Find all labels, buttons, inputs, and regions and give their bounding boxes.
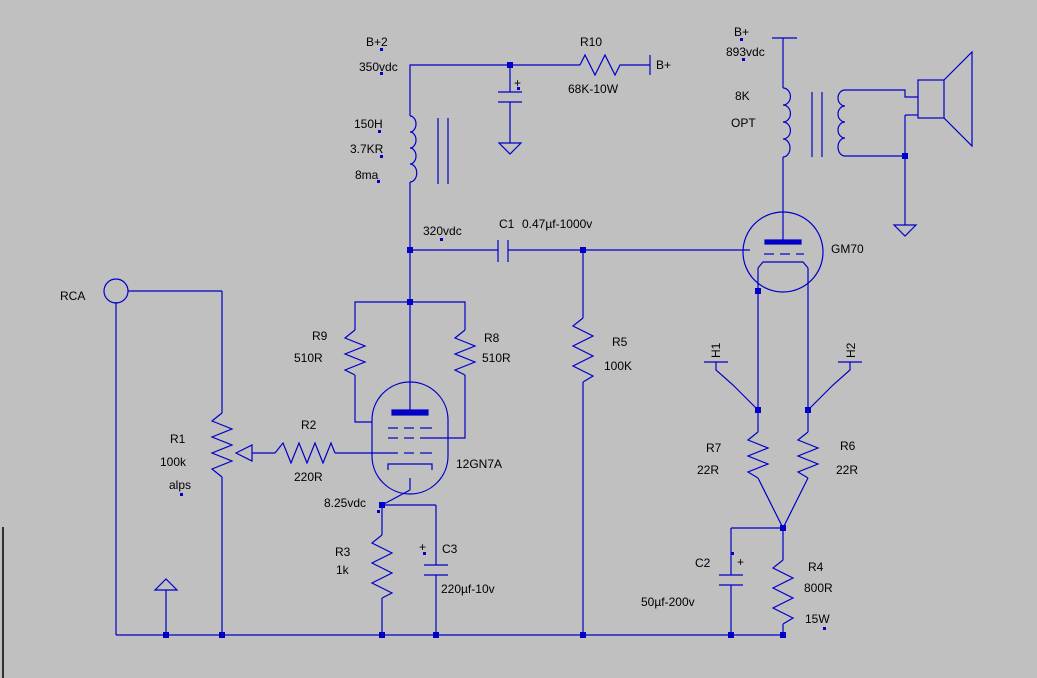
bplus2-label: B+2 [366, 35, 388, 49]
choke-resistance: 3.7KR [350, 142, 384, 156]
r9-label: R9 [312, 329, 328, 343]
r1-note: alps [169, 478, 191, 492]
tube1-label: 12GN7A [456, 457, 502, 471]
r2-resistor [274, 441, 336, 465]
rca-label: RCA [60, 289, 85, 303]
c3-label: C3 [442, 542, 458, 556]
bplus-top-label: B+ [734, 25, 749, 39]
r3-label: R3 [335, 545, 351, 559]
r4-resistor [771, 559, 795, 625]
r5-resistor [571, 317, 595, 383]
c1-value: 0.47µf-1000v [522, 217, 592, 231]
labels: RCA B+2 350vdc R10 68K-10W B+ B+ 893vdc … [60, 25, 864, 626]
r3-resistor [370, 534, 394, 599]
r2-label: R2 [301, 418, 317, 432]
r4-value: 800R [804, 581, 833, 595]
cathode-voltage: 8.25vdc [324, 496, 366, 510]
r10-value: 68K-10W [568, 82, 619, 96]
wires [115, 37, 918, 636]
c2-value: 50µf-200v [641, 595, 695, 609]
label-anchors [180, 38, 826, 630]
output-transformer [782, 87, 846, 158]
c1-label: C1 [499, 217, 515, 231]
capacitors [424, 91, 743, 586]
r1-label: R1 [170, 432, 186, 446]
choke-inductance: 150H [354, 117, 383, 131]
choke-150h [409, 115, 449, 184]
h1-label: H1 [709, 342, 723, 358]
r8-resistor [453, 329, 477, 376]
resistors [210, 53, 820, 625]
c2-polarity: + [737, 555, 744, 569]
r4-label: R4 [808, 560, 824, 574]
c2-label: C2 [695, 556, 711, 570]
tube-gm70 [742, 211, 824, 293]
r1-potentiometer [210, 412, 234, 478]
opt-impedance: 8K [735, 89, 750, 103]
r7-resistor [746, 431, 770, 479]
c3-polarity: + [419, 540, 426, 554]
r1-wiper-arrow [234, 444, 253, 462]
ground-icon [497, 142, 523, 155]
ground-icon [892, 224, 918, 237]
ground-icon [153, 578, 179, 591]
h2-label: H2 [844, 342, 858, 358]
tube-12gn7a [371, 381, 449, 495]
r6-value: 22R [836, 463, 858, 477]
speaker-icon [917, 50, 973, 148]
r7-value: 22R [697, 463, 719, 477]
r5-value: 100K [604, 359, 632, 373]
rca-jack-icon [103, 278, 129, 304]
c3-value: 220µf-10v [441, 582, 495, 596]
bplus-top-voltage: 893vdc [726, 45, 765, 59]
junction-dots [163, 62, 908, 638]
gm70-label: GM70 [831, 242, 864, 256]
r8-label: R8 [484, 331, 500, 345]
r7-label: R7 [706, 441, 722, 455]
r10-label: R10 [580, 35, 602, 49]
r3-value: 1k [336, 563, 350, 577]
bplus2-voltage: 350vdc [359, 60, 398, 74]
r8-value: 510R [482, 351, 511, 365]
r6-resistor [796, 431, 820, 479]
r9-value: 510R [294, 351, 323, 365]
filter-cap-polarity: + [514, 76, 521, 90]
r2-value: 220R [294, 470, 323, 484]
ground-symbols [153, 142, 918, 591]
r6-label: R6 [840, 439, 856, 453]
r1-value: 100k [160, 455, 187, 469]
choke-current: 8ma [355, 168, 379, 182]
r9-resistor [343, 329, 367, 376]
plate-voltage: 320vdc [423, 224, 462, 238]
bplus-tag: B+ [656, 58, 671, 72]
r10-resistor [579, 53, 626, 77]
r5-label: R5 [612, 335, 628, 349]
r4-wattage: 15W [805, 612, 830, 626]
opt-label: OPT [731, 116, 756, 130]
